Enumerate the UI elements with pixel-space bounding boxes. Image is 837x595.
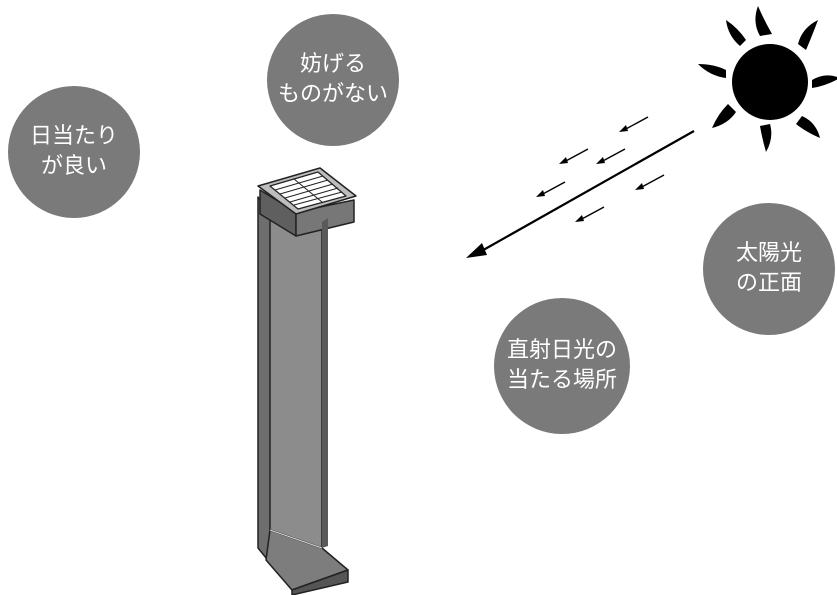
label-direct-sunlight: 直射日光の 当たる場所 xyxy=(494,298,630,434)
sun-icon xyxy=(698,6,837,152)
solar-garden-light-icon xyxy=(257,167,357,595)
label-no-obstruction-line2: ものがない xyxy=(277,82,388,107)
label-no-obstruction-line1: 妨げる xyxy=(299,52,366,78)
main-arrowhead-icon xyxy=(466,243,487,258)
label-sunny-line1: 日当たり xyxy=(29,124,118,150)
label-sun-front-line2: の正面 xyxy=(735,271,802,296)
label-sun-front: 太陽光 の正面 xyxy=(703,203,835,335)
sunlight-arrows xyxy=(466,116,695,258)
label-no-obstruction: 妨げる ものがない xyxy=(267,14,399,146)
main-sunlight-arrow xyxy=(477,130,695,254)
label-sunny-line2: が良い xyxy=(40,154,107,179)
label-direct-sunlight-line1: 直射日光の xyxy=(506,338,617,364)
label-sun-front-line1: 太陽光 xyxy=(735,241,802,267)
label-direct-sunlight-line2: 当たる場所 xyxy=(506,368,617,393)
label-sunny: 日当たり が良い xyxy=(8,86,140,218)
